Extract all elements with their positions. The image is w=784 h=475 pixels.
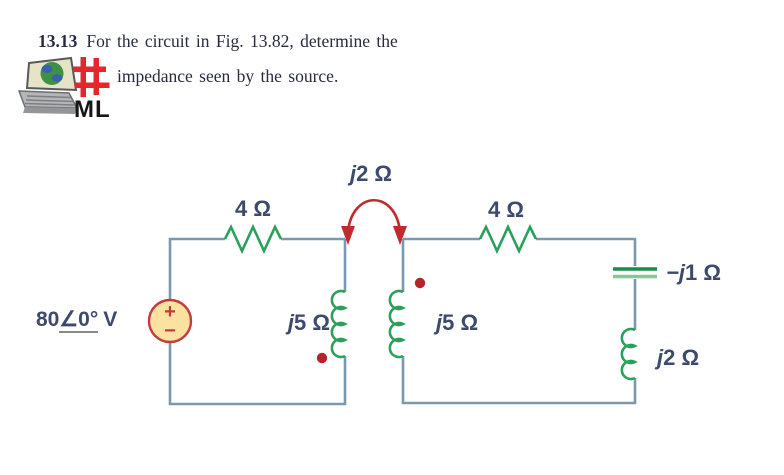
- mutual-coupling-label: j2 Ω: [347, 161, 392, 186]
- inductor-left-coil: [330, 289, 348, 359]
- inductor-output-label: j2 Ω: [654, 345, 699, 370]
- pspice-hash-icon: [73, 57, 110, 97]
- wire-right-loop-bottom: [401, 356, 637, 405]
- resistor-right: [478, 223, 538, 255]
- problem-statement-line2: impedance seen by the source.: [117, 66, 339, 86]
- source-unit: V: [103, 308, 118, 331]
- problem-statement-line1: 13.13 For the circuit in Fig. 13.82, dete…: [38, 31, 398, 53]
- inductor-right-label: j5 Ω: [433, 310, 478, 335]
- resistor-left-label: 4 Ω: [235, 196, 271, 221]
- polarity-dot-left: [316, 352, 328, 364]
- source-plus-sign: +: [164, 301, 176, 323]
- mutual-arrowhead-right: [393, 226, 407, 245]
- resistor-left: [223, 223, 283, 255]
- voltage-source-circle: [147, 298, 193, 344]
- problem-number: 13.13: [38, 31, 78, 51]
- mutual-arrowhead-left: [341, 226, 355, 245]
- inductor-right-coil: [388, 289, 406, 359]
- wire-left-loop-topleft: [168, 237, 225, 300]
- inductor-output-coil: [620, 327, 638, 381]
- inductor-left-label: j5 Ω: [285, 310, 330, 335]
- laptop-icon: [17, 56, 79, 114]
- source-magnitude: 80: [36, 308, 60, 331]
- source-angle: ∠0°: [59, 308, 99, 333]
- capacitor-label: −j1 Ω: [666, 260, 721, 285]
- source-minus-sign: −: [164, 320, 176, 342]
- resistor-right-label: 4 Ω: [488, 197, 524, 222]
- polarity-dot-right: [414, 277, 426, 289]
- source-value-label: 80∠0°V: [36, 307, 118, 333]
- matlab-badge: ML: [74, 96, 111, 123]
- mutual-coupling-arc: [346, 198, 402, 232]
- problem-text-line1: For the circuit in Fig. 13.82, determine…: [86, 31, 398, 51]
- wire-right-loop-topright: [536, 237, 637, 266]
- wire-left-loop-bottom: [168, 342, 347, 406]
